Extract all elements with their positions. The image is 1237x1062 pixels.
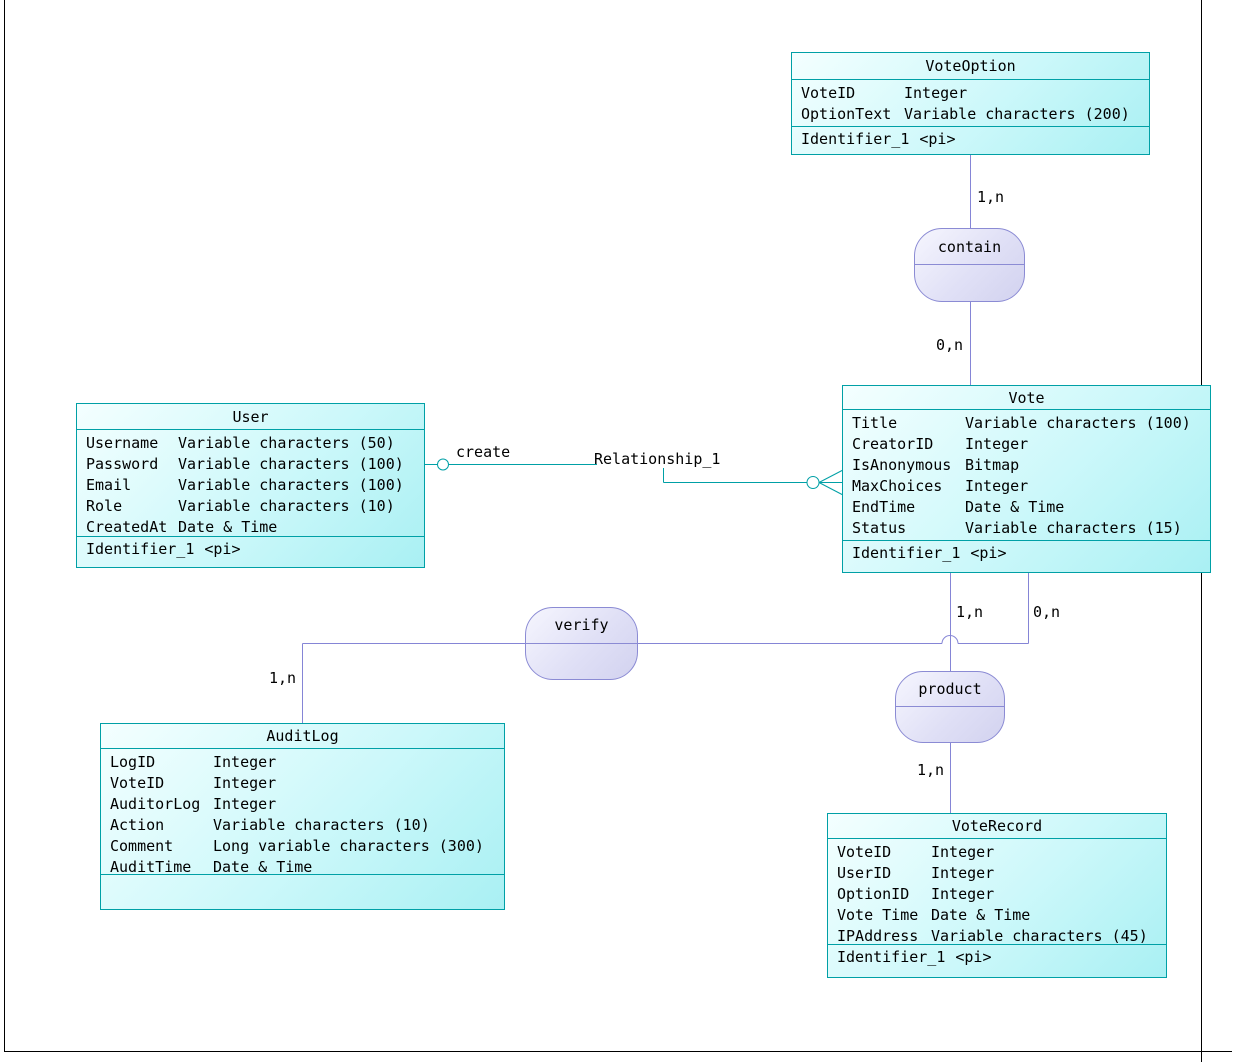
create-label[interactable]: create: [456, 443, 511, 461]
entity-user-identifier: Identifier_1<pi>: [77, 536, 424, 567]
frame-line-left: [4, 0, 5, 1052]
cardinality-vote-product: 1,n: [956, 603, 984, 621]
relationship-verify[interactable]: verify: [525, 607, 638, 680]
cardinality-voteoption-contain: 1,n: [977, 188, 1005, 206]
entity-voterecord-title: VoteRecord: [828, 814, 1166, 839]
entity-auditlog-title: AuditLog: [101, 724, 504, 749]
relationship-1-label[interactable]: Relationship_1: [594, 450, 721, 468]
entity-voteoption-title: VoteOption: [792, 53, 1149, 80]
cardinality-product-voterecord: 1,n: [917, 761, 945, 779]
relationship-product-label: product: [896, 672, 1004, 707]
relationship-product[interactable]: product: [895, 671, 1005, 743]
connector-vote-verify[interactable]: [638, 573, 1029, 644]
relationship-verify-label: verify: [526, 608, 637, 644]
cardinality-verify-auditlog: 1,n: [269, 669, 297, 687]
entity-user-title: User: [77, 404, 424, 430]
cardinality-contain-vote: 0,n: [936, 336, 964, 354]
frame-line-bottom: [4, 1051, 1232, 1052]
cardinality-circle-user: [437, 458, 449, 471]
relationship-contain[interactable]: contain: [914, 228, 1025, 302]
cardinality-vote-verify: 0,n: [1033, 603, 1061, 621]
entity-voteoption-identifier: Identifier_1<pi>: [792, 126, 1149, 154]
crow-foot-vote: [818, 469, 844, 496]
relationship-contain-label: contain: [915, 229, 1024, 265]
cardinality-circle-vote: [806, 476, 820, 489]
entity-vote-identifier: Identifier_1<pi>: [843, 540, 1210, 572]
entity-vote-title: Vote: [843, 386, 1210, 410]
entity-voterecord-identifier: Identifier_1<pi>: [828, 944, 1166, 977]
connector-verify-auditlog[interactable]: [302, 643, 526, 724]
entity-auditlog-identifier: [101, 874, 504, 909]
